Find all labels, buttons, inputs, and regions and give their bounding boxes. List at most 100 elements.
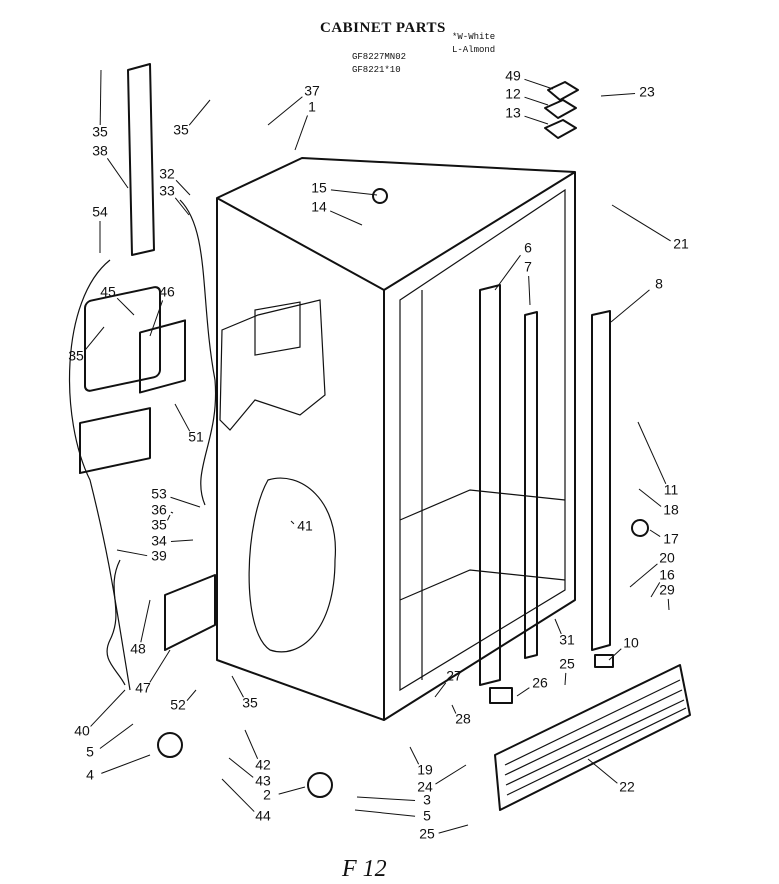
callout-number-36: 36 bbox=[151, 502, 167, 518]
callout-leader-35 bbox=[99, 69, 102, 126]
callout-leader-5 bbox=[354, 809, 416, 817]
callout-number-41: 41 bbox=[297, 518, 313, 534]
callout-leader-41 bbox=[290, 520, 295, 525]
callout-number-28: 28 bbox=[455, 711, 471, 727]
callout-leader-46 bbox=[149, 300, 164, 337]
callout-leader-23 bbox=[600, 93, 636, 97]
callout-leader-40 bbox=[90, 689, 126, 727]
callout-leader-6 bbox=[494, 254, 521, 291]
model-numbers: GF8227MN02 GF8221*10 bbox=[352, 51, 406, 77]
small-parts bbox=[68, 81, 649, 798]
callout-number-49: 49 bbox=[505, 68, 521, 84]
callout-leader-19 bbox=[409, 746, 420, 765]
callout-number-46: 46 bbox=[159, 284, 175, 300]
callout-leader-35 bbox=[83, 326, 105, 352]
callout-leader-1 bbox=[294, 115, 308, 151]
callout-number-39: 39 bbox=[151, 548, 167, 564]
callout-leader-12 bbox=[524, 96, 549, 106]
callout-leader-37 bbox=[267, 96, 303, 126]
callout-leader-8 bbox=[610, 289, 650, 323]
callout-number-22: 22 bbox=[619, 779, 635, 795]
callout-leader-4 bbox=[101, 754, 151, 774]
callout-number-16: 16 bbox=[659, 567, 675, 583]
callout-leader-26 bbox=[516, 687, 530, 697]
model-number: GF8221*10 bbox=[352, 65, 401, 75]
callout-leader-52 bbox=[186, 689, 197, 702]
model-number: GF8227MN02 bbox=[352, 52, 407, 62]
callout-leader-7 bbox=[528, 275, 531, 306]
callout-number-20: 20 bbox=[659, 550, 675, 566]
callout-number-2: 2 bbox=[263, 787, 271, 803]
callout-number-35: 35 bbox=[173, 122, 189, 138]
callout-leader-18 bbox=[638, 488, 662, 507]
callout-leader-47 bbox=[149, 649, 171, 683]
callout-number-26: 26 bbox=[532, 675, 548, 691]
callout-number-52: 52 bbox=[170, 697, 186, 713]
color-note: L-Almond bbox=[452, 45, 496, 55]
callout-leader-3 bbox=[356, 796, 416, 802]
callout-number-54: 54 bbox=[92, 204, 108, 220]
callout-number-51: 51 bbox=[188, 429, 204, 445]
callout-leader-49 bbox=[524, 78, 554, 90]
callout-leader-35 bbox=[231, 675, 244, 698]
callout-leader-10 bbox=[608, 648, 622, 661]
callout-number-21: 21 bbox=[673, 236, 689, 252]
callout-leader-25 bbox=[564, 672, 567, 686]
callout-number-35: 35 bbox=[68, 348, 84, 364]
breaker-strips bbox=[127, 63, 611, 686]
callout-leader-51 bbox=[174, 403, 191, 432]
callout-leader-33 bbox=[174, 197, 190, 216]
callout-leader-53 bbox=[170, 496, 201, 508]
callout-number-35: 35 bbox=[151, 517, 167, 533]
callout-number-24: 24 bbox=[417, 779, 433, 795]
callout-leader-2 bbox=[278, 786, 306, 795]
callout-leader-31 bbox=[554, 618, 562, 635]
page-mark: F 12 bbox=[342, 856, 387, 882]
callout-number-45: 45 bbox=[100, 284, 116, 300]
callout-leader-21 bbox=[611, 204, 671, 242]
callout-leader-48 bbox=[140, 599, 151, 643]
callout-number-53: 53 bbox=[151, 486, 167, 502]
callout-leader-35 bbox=[188, 99, 211, 126]
callout-leader-36 bbox=[170, 511, 174, 514]
callout-number-1: 1 bbox=[308, 99, 316, 115]
callout-leader-44 bbox=[221, 778, 255, 812]
callout-number-35: 35 bbox=[92, 124, 108, 140]
callout-leader-13 bbox=[524, 115, 549, 125]
callout-number-34: 34 bbox=[151, 533, 167, 549]
callout-number-43: 43 bbox=[255, 773, 271, 789]
callout-leader-32 bbox=[175, 179, 191, 196]
page-title: CABINET PARTS bbox=[320, 20, 446, 36]
callout-number-3: 3 bbox=[423, 792, 431, 808]
callout-number-33: 33 bbox=[159, 183, 175, 199]
color-note: *W-White bbox=[452, 32, 496, 42]
callout-leader-5 bbox=[99, 723, 134, 749]
callout-number-7: 7 bbox=[524, 259, 532, 275]
callout-number-4: 4 bbox=[86, 767, 94, 783]
callout-leader-20 bbox=[629, 563, 658, 588]
callout-leader-42 bbox=[244, 729, 259, 760]
callout-leader-29 bbox=[667, 598, 670, 611]
callout-leader-34 bbox=[170, 539, 194, 543]
callout-number-15: 15 bbox=[311, 180, 327, 196]
callout-number-18: 18 bbox=[663, 502, 679, 518]
callout-number-32: 32 bbox=[159, 166, 175, 182]
callout-leader-39 bbox=[116, 549, 148, 557]
callout-number-38: 38 bbox=[92, 143, 108, 159]
cabinet-shell bbox=[216, 157, 576, 721]
callout-number-8: 8 bbox=[655, 276, 663, 292]
callout-leader-11 bbox=[637, 421, 667, 484]
callout-leader-35 bbox=[167, 514, 171, 521]
callout-leader-25 bbox=[438, 824, 469, 834]
callout-number-42: 42 bbox=[255, 757, 271, 773]
callout-leader-14 bbox=[329, 210, 363, 226]
color-notes: *W-White L-Almond bbox=[452, 31, 495, 57]
callout-number-14: 14 bbox=[311, 199, 327, 215]
callout-number-25: 25 bbox=[419, 826, 435, 842]
callout-number-10: 10 bbox=[623, 635, 639, 651]
callout-number-6: 6 bbox=[524, 240, 532, 256]
callout-number-44: 44 bbox=[255, 808, 271, 824]
